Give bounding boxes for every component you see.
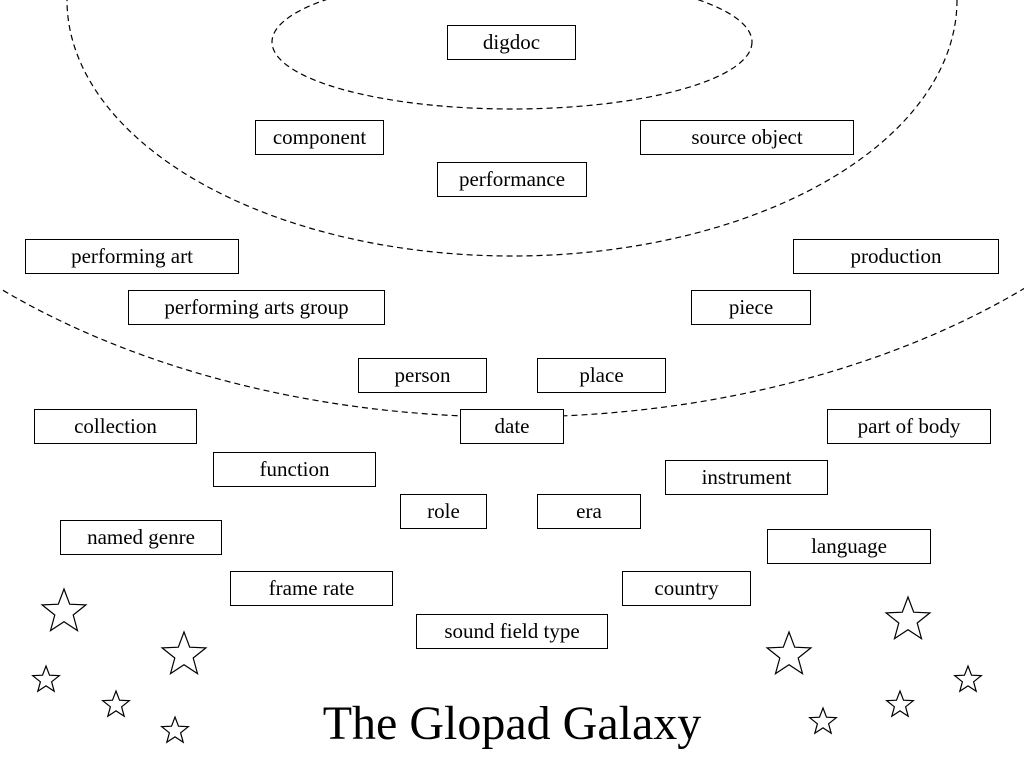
star-icon [40, 587, 88, 632]
star-icon [31, 664, 61, 693]
star-icon [765, 630, 813, 675]
node-collection: collection [34, 409, 197, 444]
node-production: production [793, 239, 999, 274]
node-sound-field-type: sound field type [416, 614, 608, 649]
node-country: country [622, 571, 751, 606]
node-part-of-body: part of body [827, 409, 991, 444]
node-component: component [255, 120, 384, 155]
node-date: date [460, 409, 564, 444]
node-era: era [537, 494, 641, 529]
node-digdoc: digdoc [447, 25, 576, 60]
star-icon [884, 595, 932, 640]
node-place: place [537, 358, 666, 393]
node-performance: performance [437, 162, 587, 197]
node-function: function [213, 452, 376, 487]
node-performing-art: performing art [25, 239, 239, 274]
node-language: language [767, 529, 931, 564]
inner-orbit [271, 0, 753, 110]
node-piece: piece [691, 290, 811, 325]
node-named-genre: named genre [60, 520, 222, 555]
stars-group [31, 587, 983, 744]
node-person: person [358, 358, 487, 393]
node-performing-arts-group: performing arts group [128, 290, 385, 325]
star-icon [885, 689, 915, 718]
outer-orbit [0, 287, 1024, 418]
node-role: role [400, 494, 487, 529]
star-icon [101, 689, 131, 718]
star-icon [808, 706, 838, 735]
star-icon [160, 715, 190, 744]
star-icon [160, 630, 208, 675]
diagram-title: The Glopad Galaxy [322, 697, 702, 750]
star-icon [953, 664, 983, 693]
node-source-object: source object [640, 120, 854, 155]
node-instrument: instrument [665, 460, 828, 495]
node-frame-rate: frame rate [230, 571, 393, 606]
middle-orbit [66, 0, 958, 257]
